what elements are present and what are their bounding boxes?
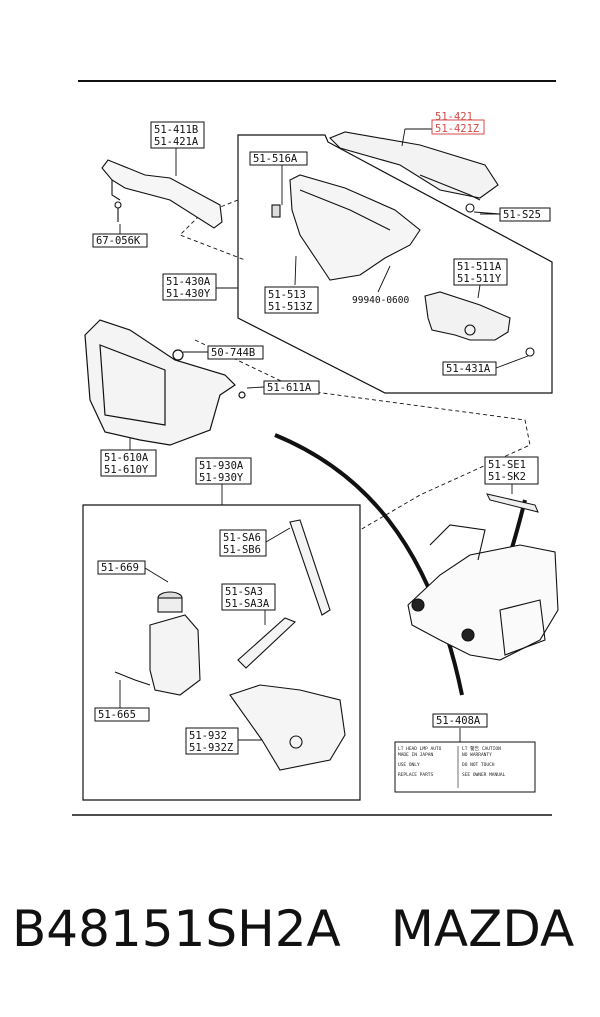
product-caption: B48151SH2A MAZDA — [12, 900, 574, 958]
label-51-513: 51-513 51-513Z — [264, 286, 319, 314]
label-51-932: 51-932 51-932Z — [185, 727, 239, 755]
label-51-611: 51-611A — [263, 380, 320, 395]
mount-bracket-part — [424, 291, 535, 357]
svg-text:51-610Y: 51-610Y — [104, 464, 149, 476]
parts-diagram: LT HEAD LMP AUTO MADE IN JAPAN USE ONLY … — [72, 80, 559, 816]
svg-text:51-408A: 51-408A — [436, 715, 481, 727]
label-50-744: 50-744B — [207, 345, 264, 360]
svg-text:MADE IN JAPAN: MADE IN JAPAN — [398, 752, 434, 758]
label-51-411-line1: 51-411B — [154, 124, 198, 136]
motor-part — [114, 591, 201, 696]
svg-text:LT HEAD LMP AUTO: LT HEAD LMP AUTO — [398, 746, 442, 752]
label-51-408: 51-408A — [432, 713, 488, 728]
svg-text:51-932: 51-932 — [189, 730, 227, 742]
svg-text:51-513: 51-513 — [268, 289, 306, 301]
hinge-bracket-part — [101, 159, 223, 229]
link-arms-part — [229, 519, 346, 771]
label-51-se1: 51-SE1 51-SK2 — [484, 456, 539, 485]
svg-text:51-930A: 51-930A — [199, 460, 244, 472]
brand-name: MAZDA — [390, 900, 575, 958]
lamp-housing-part — [271, 174, 421, 281]
svg-text:51-665: 51-665 — [98, 709, 136, 721]
label-51-421-highlighted: 51-421 51-421Z — [431, 111, 485, 135]
label-51-511: 51-511A 51-511Y — [453, 258, 508, 286]
caution-label-part: LT HEAD LMP AUTO MADE IN JAPAN USE ONLY … — [394, 741, 536, 793]
label-51-665: 51-665 — [94, 707, 150, 722]
svg-text:51-S25: 51-S25 — [503, 209, 541, 221]
svg-text:DO NOT TOUCH: DO NOT TOUCH — [462, 762, 495, 768]
svg-text:LT 警告 CAUTION: LT 警告 CAUTION — [462, 745, 501, 752]
svg-text:51-SA3: 51-SA3 — [225, 586, 263, 598]
label-51-sa6: 51-SA6 51-SB6 — [219, 529, 267, 557]
svg-text:51-930Y: 51-930Y — [199, 472, 244, 484]
svg-text:51-421Z: 51-421Z — [435, 123, 479, 135]
upper-assembly-box — [237, 134, 553, 394]
svg-text:51-421: 51-421 — [435, 111, 473, 123]
svg-text:51-SA3A: 51-SA3A — [225, 598, 270, 610]
label-99940: 99940-0600 — [352, 295, 409, 306]
label-51-430: 51-430A 51-430Y — [162, 273, 217, 301]
svg-text:51-SA6: 51-SA6 — [223, 532, 261, 544]
label-51-sa3: 51-SA3 51-SA3A — [221, 583, 276, 611]
label-51-610: 51-610A 51-610Y — [100, 449, 157, 477]
label-51-930: 51-930A 51-930Y — [195, 457, 252, 485]
svg-text:67-056K: 67-056K — [96, 235, 141, 247]
svg-text:SEE OWNER MANUAL: SEE OWNER MANUAL — [462, 772, 506, 778]
svg-text:51-511Y: 51-511Y — [457, 273, 502, 285]
svg-text:51-431A: 51-431A — [446, 363, 491, 375]
svg-text:51-430A: 51-430A — [166, 276, 211, 288]
label-51-516: 51-516A — [249, 151, 308, 166]
svg-text:NO WARRANTY: NO WARRANTY — [462, 752, 492, 758]
svg-text:REPLACE PARTS: REPLACE PARTS — [398, 772, 434, 778]
svg-text:51-516A: 51-516A — [253, 153, 298, 165]
svg-text:51-611A: 51-611A — [267, 382, 312, 394]
trim-strip-part — [486, 493, 539, 513]
svg-text:51-513Z: 51-513Z — [268, 301, 312, 313]
svg-text:51-SB6: 51-SB6 — [223, 544, 261, 556]
label-51-431: 51-431A — [442, 361, 497, 376]
label-51-411-line2: 51-421A — [154, 136, 199, 148]
headlamp-bezel-part — [84, 319, 246, 446]
leader-lines — [119, 128, 529, 742]
pointer-curve-left — [274, 433, 464, 696]
car-illustration — [407, 524, 559, 661]
svg-text:50-744B: 50-744B — [211, 347, 255, 359]
svg-text:51-SE1: 51-SE1 — [488, 459, 526, 471]
svg-text:51-430Y: 51-430Y — [166, 288, 211, 300]
lower-assembly-box — [82, 504, 361, 801]
svg-text:51-932Z: 51-932Z — [189, 742, 233, 754]
label-67-056: 67-056K — [92, 233, 148, 248]
svg-text:51-669: 51-669 — [101, 562, 139, 574]
label-51-s25: 51-S25 — [499, 207, 551, 222]
part-number: B48151SH2A — [12, 900, 341, 958]
label-51-411: 51-411B 51-421A — [150, 121, 205, 149]
svg-text:51-511A: 51-511A — [457, 261, 502, 273]
svg-text:USE ONLY: USE ONLY — [398, 762, 420, 768]
svg-text:51-SK2: 51-SK2 — [488, 471, 526, 483]
svg-text:51-610A: 51-610A — [104, 452, 149, 464]
svg-text:99940-0600: 99940-0600 — [352, 295, 409, 306]
label-51-669: 51-669 — [97, 560, 146, 575]
